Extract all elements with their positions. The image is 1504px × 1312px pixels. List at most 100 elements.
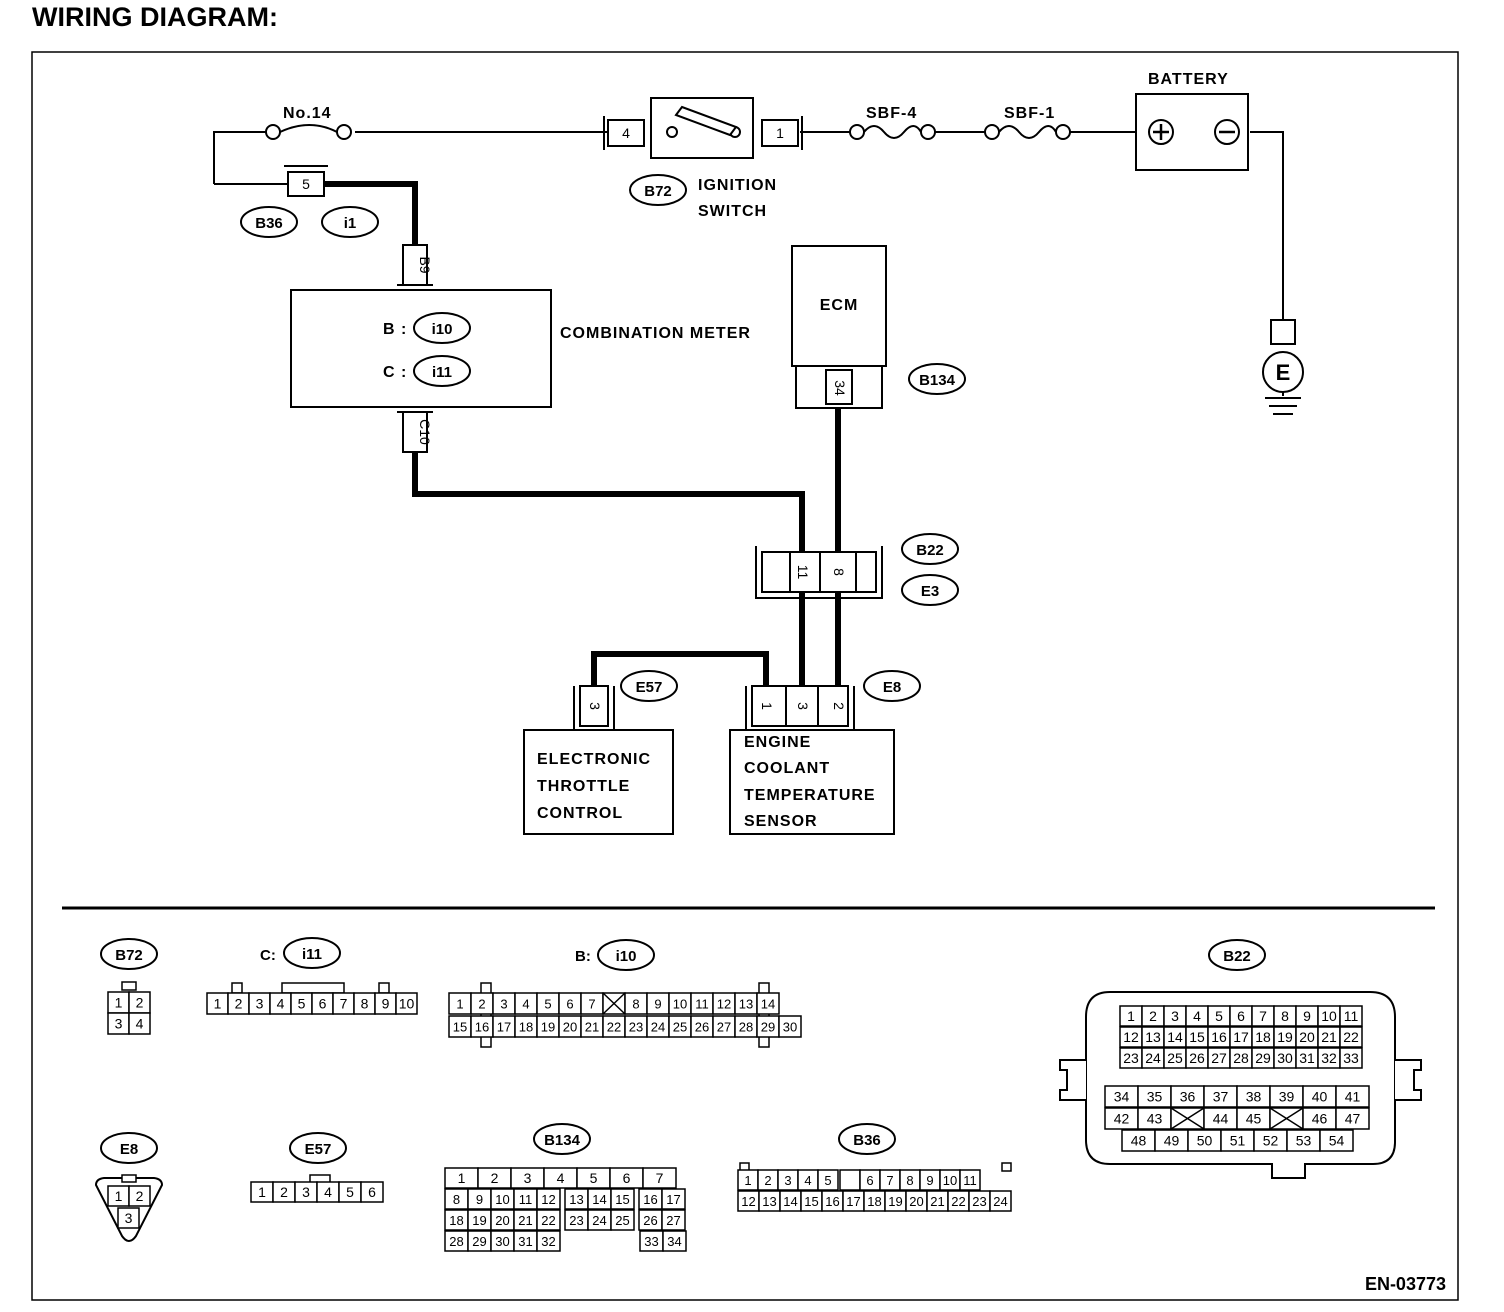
pin-number: 43: [1147, 1111, 1163, 1127]
pin-number: 19: [1277, 1029, 1293, 1045]
pin-cell: [661, 1188, 686, 1210]
pin-number: 7: [886, 1173, 893, 1188]
pin-number: 1: [1127, 1008, 1135, 1024]
pin-number: 46: [1312, 1111, 1328, 1127]
e8-pin-1: 1: [759, 702, 775, 710]
pin-number: 13: [569, 1192, 583, 1207]
pin-number: 3: [302, 1184, 310, 1200]
pin-number: 2: [1149, 1008, 1157, 1024]
pin-number: 25: [673, 1020, 687, 1035]
ground: E: [1262, 319, 1304, 415]
pin-number: 5: [544, 997, 551, 1012]
ignition-label-2: SWITCH: [698, 203, 767, 220]
pin-number: 31: [1299, 1050, 1315, 1066]
pin-number: 5: [298, 996, 306, 1012]
pin-number: 27: [717, 1020, 731, 1035]
pin-number: 21: [1321, 1029, 1337, 1045]
pin-number: 28: [1233, 1050, 1249, 1066]
pin-number: 23: [629, 1020, 643, 1035]
pin-number: 1: [115, 1188, 123, 1204]
pin-number: 18: [1255, 1029, 1271, 1045]
b22-pin-8: 8: [831, 568, 847, 576]
pin-number: 38: [1246, 1089, 1262, 1105]
pin-cell: [661, 1209, 686, 1231]
pin-number: 18: [867, 1194, 881, 1209]
face-b36-tag: B36: [853, 1132, 881, 1149]
meter-pin-b9: B9: [417, 256, 433, 273]
pin-number: 34: [1114, 1089, 1130, 1105]
pin-number: 6: [368, 1184, 376, 1200]
pin-number: 16: [475, 1020, 489, 1035]
pin-cell: [817, 1169, 839, 1191]
pin-number: 10: [399, 996, 415, 1012]
pin-number: 20: [909, 1194, 923, 1209]
pin-number: 19: [888, 1194, 902, 1209]
pin-number: 24: [651, 1020, 665, 1035]
pin-number: 48: [1131, 1133, 1147, 1149]
pin-number: 4: [136, 1016, 144, 1032]
pin-number: 1: [458, 1170, 466, 1186]
face-b22-tag: B22: [1223, 948, 1251, 965]
face-i10-tag: i10: [616, 948, 637, 965]
ects-label-1: ENGINE: [744, 734, 811, 751]
pin-number: 49: [1164, 1133, 1180, 1149]
pin-number: 17: [1233, 1029, 1249, 1045]
unused-pin-mark: [1269, 1107, 1304, 1130]
pin-number: 2: [280, 1184, 288, 1200]
pin-number: 8: [361, 996, 369, 1012]
pin-number: 3: [784, 1173, 791, 1188]
ign-pin-1: 1: [776, 125, 784, 141]
pin-number: 15: [453, 1020, 467, 1035]
pin-cell: [360, 1181, 384, 1203]
pin-number: 12: [741, 1194, 755, 1209]
etc-label-2: THROTTLE: [537, 778, 630, 795]
pin-number: 15: [804, 1194, 818, 1209]
sbf1-label: SBF-1: [1004, 105, 1055, 122]
pin-cell: [642, 1167, 677, 1189]
etc-label-3: CONTROL: [537, 805, 623, 822]
diagram-frame: [31, 51, 1459, 1301]
pin-number: 51: [1230, 1133, 1246, 1149]
face-i10-prefix: B:: [575, 948, 591, 965]
unused-pin-mark: [602, 992, 626, 1015]
pin-number: 30: [1277, 1050, 1293, 1066]
pin-number: 20: [563, 1020, 577, 1035]
pin-number: 26: [1189, 1050, 1205, 1066]
pin-number: 30: [783, 1020, 797, 1035]
pin-number: 5: [346, 1184, 354, 1200]
connector-b22-joint: 11 8 B22 E3: [755, 533, 959, 606]
pin-number: 26: [643, 1213, 657, 1228]
pin-number: 36: [1180, 1089, 1196, 1105]
pin-number: 4: [277, 996, 285, 1012]
pin-number: 13: [1145, 1029, 1161, 1045]
pin-number: 10: [1321, 1008, 1337, 1024]
pin-number: 29: [1255, 1050, 1271, 1066]
ects-label-4: SENSOR: [744, 813, 818, 830]
pin-number: 31: [518, 1234, 532, 1249]
pin-number: 11: [519, 1192, 533, 1207]
pin-cell: [395, 992, 418, 1015]
page-title: WIRING DIAGRAM:: [32, 2, 278, 32]
pin-number: 20: [1299, 1029, 1315, 1045]
power-circuit: [213, 131, 1284, 320]
pin-cell: [128, 1012, 151, 1035]
pin-cell: [536, 1209, 561, 1231]
pin-number: 11: [1344, 1008, 1359, 1024]
pin-number: 25: [615, 1213, 629, 1228]
pin-number: 28: [449, 1234, 463, 1249]
pin-number: 8: [453, 1192, 460, 1207]
pin-number: 24: [1145, 1050, 1161, 1066]
pin-number: 22: [541, 1213, 555, 1228]
meter-label: COMBINATION METER: [560, 325, 751, 342]
face-b72-tag: B72: [115, 947, 143, 964]
pin-number: 8: [906, 1173, 913, 1188]
pin-number: 22: [951, 1194, 965, 1209]
pin-number: 9: [654, 997, 661, 1012]
face-i11-tag: i11: [302, 946, 322, 963]
ects-sensor: 1 3 2 E8 ENGINE COOLANT TEMPERATURE SENS…: [729, 670, 921, 835]
pin-cell: [536, 1188, 561, 1210]
pin-number: 3: [500, 997, 507, 1012]
pin-number: 24: [993, 1194, 1007, 1209]
